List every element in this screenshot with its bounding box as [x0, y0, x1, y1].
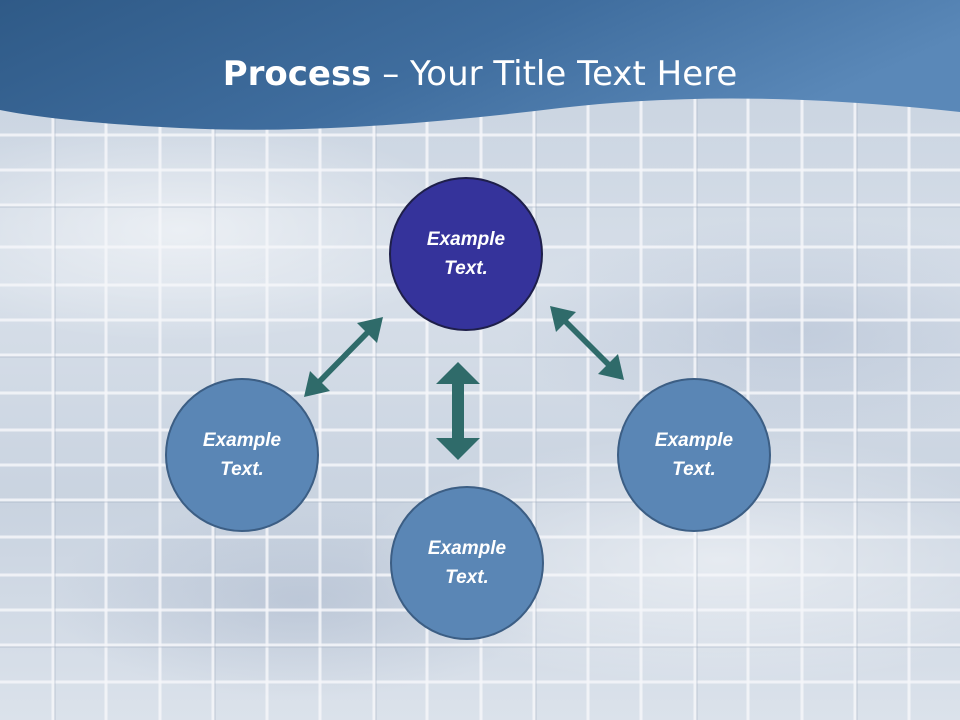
title-bold-part: Process: [222, 54, 372, 94]
node-top-line1: Example: [426, 229, 506, 250]
arrow-top-right-double: [550, 306, 624, 380]
header-band: [0, 0, 960, 130]
node-left-line2: Text.: [220, 459, 264, 480]
node-top-line2: Text.: [444, 258, 488, 279]
node-left-line1: Example: [202, 430, 282, 451]
title-rest-part: – Your Title Text Here: [371, 54, 738, 94]
arrow-top-left-double: [304, 317, 383, 397]
arrow-vertical-double: [436, 362, 480, 460]
node-right-line1: Example: [654, 430, 734, 451]
page-title: Process – Your Title Text Here: [0, 50, 960, 98]
node-right-line2: Text.: [672, 459, 716, 480]
node-bottom-line2: Text.: [445, 567, 489, 588]
node-bottom-line1: Example: [427, 538, 507, 559]
